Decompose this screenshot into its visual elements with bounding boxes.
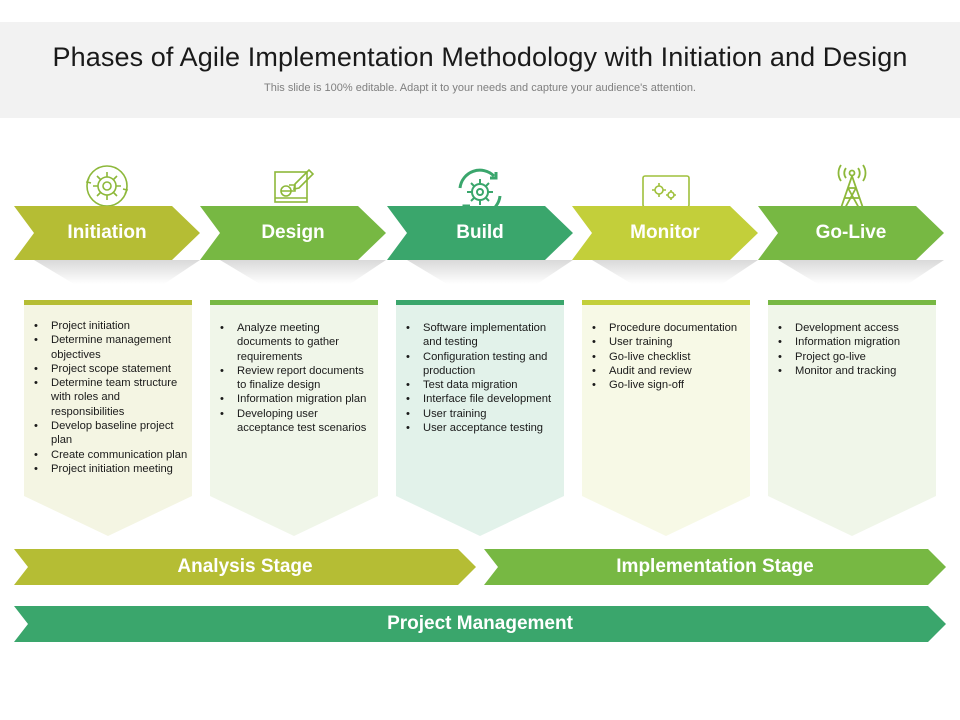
phase-card-design: Analyze meeting documents to gather requ… [210, 300, 378, 536]
list-item: Configuration testing and production [404, 350, 560, 379]
project-management-label: Project Management [387, 613, 573, 634]
phase-label-build: Build [456, 222, 504, 243]
phase-card-go-live: Development access Information migration… [768, 300, 936, 536]
list-item: Procedure documentation [590, 321, 746, 336]
list-item: User training [590, 335, 746, 350]
phase-label-design: Design [261, 222, 325, 243]
list-item: Information migration plan [218, 392, 374, 407]
phase-arrow-go-live: Go-Live [758, 206, 944, 260]
phase-shadow [14, 260, 200, 284]
list-item: Analyze meeting documents to gather requ… [218, 321, 374, 364]
list-item: Project initiation meeting [32, 462, 188, 477]
list-item: Review report documents to finalize desi… [218, 364, 374, 393]
list-item: Project go-live [776, 350, 932, 365]
phase-card-initiation: Project initiation Determine management … [24, 300, 192, 536]
list-item: Developing user acceptance test scenario… [218, 407, 374, 436]
project-management-arrow: Project Management [14, 606, 946, 642]
phase-shadow [200, 260, 386, 284]
list-item: Go-live sign-off [590, 378, 746, 393]
implementation-stage-arrow: Implementation Stage [484, 549, 946, 585]
phase-items-build: Software implementation and testing Conf… [404, 321, 560, 436]
list-item: User acceptance testing [404, 421, 560, 436]
list-item: Development access [776, 321, 932, 336]
phase-label-initiation: Initiation [67, 222, 147, 243]
implementation-stage-label: Implementation Stage [616, 556, 814, 577]
header-band [0, 22, 960, 118]
phase-arrow-monitor: Monitor [572, 206, 758, 260]
phase-arrow-initiation: Initiation [14, 206, 200, 260]
phase-shadow [758, 260, 944, 284]
phase-label-go-live: Go-Live [815, 222, 887, 243]
phase-arrow-build: Build [387, 206, 573, 260]
phase-items-design: Analyze meeting documents to gather requ… [218, 321, 374, 435]
broadcast-tower-icon [824, 160, 880, 216]
phase-shadow [572, 260, 758, 284]
phase-arrow-design: Design [200, 206, 386, 260]
list-item: Interface file development [404, 392, 560, 407]
list-item: Monitor and tracking [776, 364, 932, 379]
list-item: User training [404, 407, 560, 422]
phase-card-build: Software implementation and testing Conf… [396, 300, 564, 536]
list-item: Project initiation [32, 319, 188, 334]
list-item: Project scope statement [32, 362, 188, 377]
phase-items-monitor: Procedure documentation User training Go… [590, 321, 746, 393]
phase-label-monitor: Monitor [630, 222, 700, 243]
phase-items-initiation: Project initiation Determine management … [32, 319, 188, 477]
list-item: Go-live checklist [590, 350, 746, 365]
list-item: Audit and review [590, 364, 746, 379]
phase-items-go-live: Development access Information migration… [776, 321, 932, 378]
design-pencil-icon [265, 158, 321, 214]
analysis-stage-label: Analysis Stage [177, 556, 313, 577]
slide-title: Phases of Agile Implementation Methodolo… [52, 42, 908, 72]
analysis-stage-arrow: Analysis Stage [14, 549, 476, 585]
list-item: Test data migration [404, 378, 560, 393]
phase-shadow [387, 260, 573, 284]
list-item: Determine management objectives [32, 333, 188, 362]
list-item: Determine team structure with roles and … [32, 376, 188, 419]
slide-subtitle: This slide is 100% editable. Adapt it to… [264, 82, 696, 94]
list-item: Information migration [776, 335, 932, 350]
list-item: Software implementation and testing [404, 321, 560, 350]
list-item: Develop baseline project plan [32, 419, 188, 448]
list-item: Create communication plan [32, 448, 188, 463]
phase-card-monitor: Procedure documentation User training Go… [582, 300, 750, 536]
gear-cycle-icon [79, 158, 135, 214]
